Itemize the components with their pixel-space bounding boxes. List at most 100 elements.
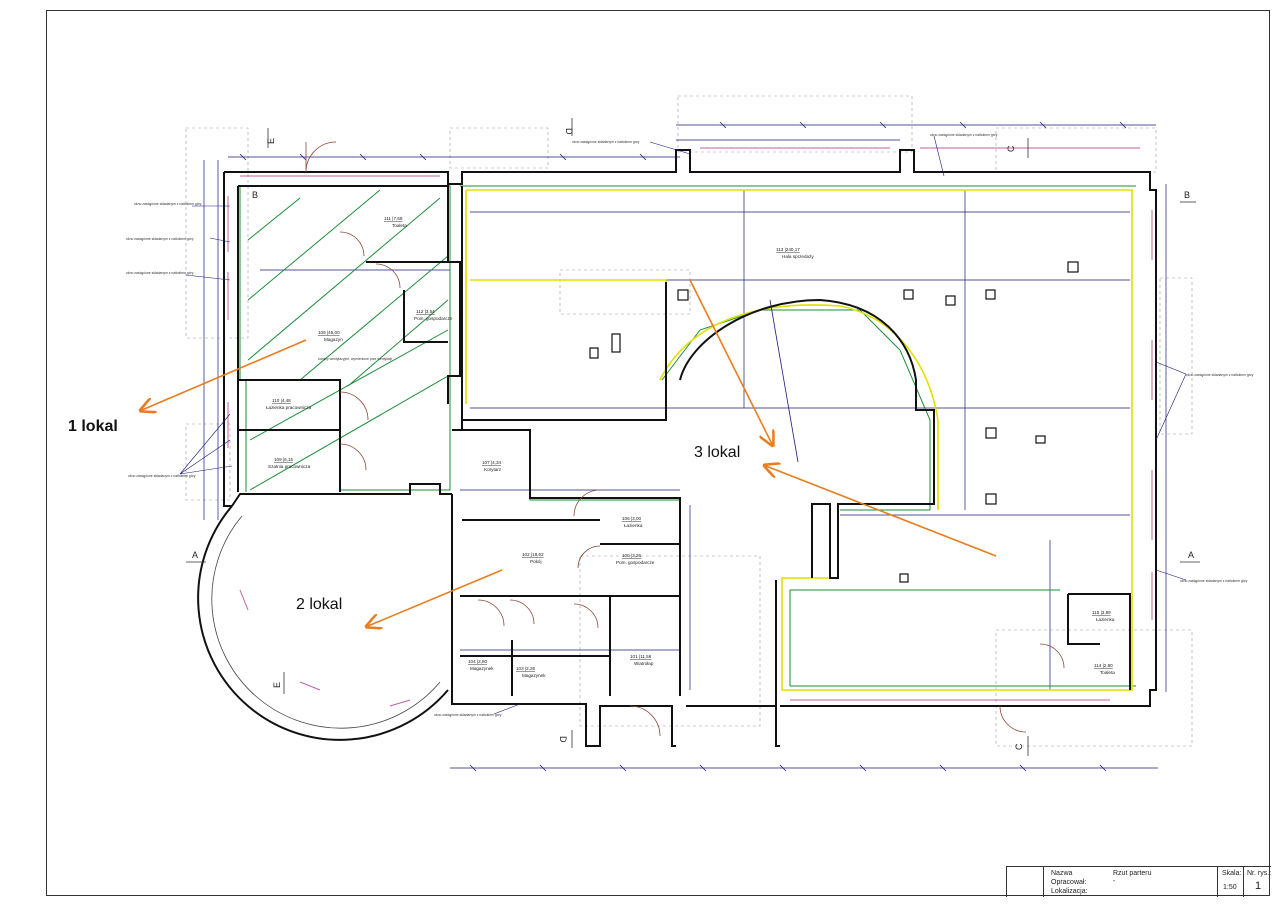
room-name: Toaleta (1100, 670, 1115, 675)
room-labels: 111 |7,69 Toaleta 112 |3,54 Pom. gospoda… (266, 216, 1115, 678)
room-area: 104 |2,80 (468, 659, 488, 664)
room-label: 111 |7,69 Toaleta (384, 216, 407, 228)
columns (589, 261, 1079, 583)
dimension-lines (203, 124, 1167, 769)
sheet-border (46, 10, 1270, 896)
zone-3-outline (465, 189, 1133, 691)
tb-col-2 (1217, 867, 1218, 897)
note-leaders (179, 135, 1187, 715)
room-label: 103 |2,26 Magazynek (516, 666, 546, 678)
room-area: 106 |3,00 (622, 516, 642, 521)
section-axes (186, 118, 1200, 756)
tb-col-1 (1043, 867, 1044, 897)
room-area: 110 |4,48 (272, 398, 291, 403)
section-mark: D (558, 736, 568, 743)
section-mark-labels: A A B B C C D D E E (192, 128, 1194, 750)
walls (223, 149, 1157, 747)
room-name: Pom. gospodarcze (414, 316, 453, 321)
room-name: Hala sprzedaży (782, 254, 814, 259)
section-mark: C (1006, 145, 1016, 152)
section-mark: B (252, 190, 258, 200)
zone-arrows (142, 279, 997, 626)
room-name: Pokój (530, 559, 542, 564)
round-bay-inner (211, 515, 441, 729)
room-name: Toaleta (392, 223, 407, 228)
tb-col-3 (1243, 867, 1244, 897)
tb-sheet-value: 1 (1255, 880, 1262, 892)
room-name: Szatnia pracownicza (268, 464, 311, 469)
tb-name-label: Nazwa (1051, 870, 1073, 877)
room-label: 109 |45,00 Magazyn (318, 330, 343, 342)
tb-sheet-label: Nr. rys.: (1247, 870, 1272, 877)
room-area: 111 |7,69 (384, 216, 403, 221)
room-area: 107 |4,34 (482, 460, 502, 465)
room-label: 104 |2,80 Magazynek (468, 659, 494, 671)
doors (305, 141, 1065, 737)
window-note: okno zastąpione składanym z natłokiem gó… (126, 237, 194, 241)
room-area: 115 |3,89 (1092, 610, 1111, 615)
window-note: okno zastąpione składanym z natłokiem gó… (434, 713, 502, 717)
room-area: 109 |6,15 (274, 457, 294, 462)
room-label: 110 |4,48 Łazienka pracownicza (266, 398, 312, 410)
room-area: 112 |3,54 (416, 309, 435, 314)
window-note: okno zastąpione składanym z natłokiem gó… (134, 202, 202, 206)
window-note: okno zastąpione składanym z natłokiem gó… (1180, 579, 1248, 583)
zone-label-2: 2 lokal (296, 596, 343, 613)
plan-notes: okno zastąpione składanym z natłokiem gó… (126, 133, 1254, 717)
zone-label-1: 1 lokal (68, 418, 118, 435)
section-mark: B (1184, 190, 1190, 200)
tb-author-value: - (1113, 878, 1116, 885)
tb-scale-label: Skala: (1222, 870, 1242, 877)
room-area: 103 |2,26 (516, 666, 536, 671)
axis-diagonal (769, 299, 799, 463)
tb-scale-value: 1:50 (1223, 884, 1237, 891)
room-name: Łazienka (624, 523, 643, 528)
window-note: okno zastąpione składanym z natłokiem gó… (126, 271, 194, 275)
room-name: Łazienka (1096, 617, 1115, 622)
window-note: okno zastąpione składanym z natłokiem gó… (1186, 373, 1254, 377)
room-label: 102 |18,62 Pokój (522, 552, 544, 564)
section-mark: A (192, 550, 198, 560)
room-name: Korytarz (484, 467, 502, 472)
room-name: Pom. gospodarcze (616, 560, 655, 565)
zone-label-3: 3 lokal (694, 444, 741, 461)
room-area: 101 |11,56 (630, 654, 652, 659)
section-mark: E (266, 138, 276, 144)
tb-location-label: Lokalizacja: (1051, 888, 1088, 895)
room-area: 102 |18,62 (522, 552, 544, 557)
title-block: Nazwa Opracował: Lokalizacja: Rzut parte… (1006, 866, 1271, 897)
room-name: Magazynek (470, 666, 494, 671)
room-label: 107 |4,34 Korytarz (482, 460, 502, 472)
room-name: Magazynek (522, 673, 546, 678)
room-area: 100 |3,26 (622, 553, 642, 558)
room-label: 101 |11,56 Wiatrołap (630, 654, 654, 666)
room-name: Magazyn (324, 337, 343, 342)
window-note: okno zastąpione składanym z natłokiem gó… (572, 140, 640, 144)
room-area: 113 |240,17 (776, 247, 800, 252)
window-note: okno zastąpione składanym z natłokiem gó… (930, 133, 998, 137)
duct-note: kominy wentylacyjne, wymienione prze wen… (318, 357, 392, 361)
windows (227, 147, 1153, 707)
room-label: 115 |3,89 Łazienka (1092, 610, 1115, 622)
tb-drawing-title: Rzut parteru (1113, 870, 1152, 877)
context-outlines (185, 95, 1193, 747)
room-label: 114 |2,80 Toaleta (1094, 663, 1115, 675)
room-label: 106 |3,00 Łazienka (622, 516, 643, 528)
room-area: 109 |45,00 (318, 330, 340, 335)
section-mark: A (1188, 550, 1194, 560)
section-mark: E (272, 682, 282, 688)
room-name: Wiatrołap (634, 661, 654, 666)
section-mark: D (564, 128, 574, 135)
window-note: okno zastąpione składanym z natłokiem gó… (128, 474, 196, 478)
room-label: 112 |3,54 Pom. gospodarcze (414, 309, 453, 321)
round-bay-wall (197, 505, 449, 741)
dimension-ticks (239, 121, 1127, 772)
section-mark: C (1014, 743, 1024, 750)
room-label: 113 |240,17 Hala sprzedaży (776, 247, 814, 259)
room-label: 100 |3,26 Pom. gospodarcze (616, 553, 655, 565)
tb-author-label: Opracował: (1051, 879, 1087, 886)
room-name: Łazienka pracownicza (266, 405, 312, 410)
room-area: 114 |2,80 (1094, 663, 1113, 668)
